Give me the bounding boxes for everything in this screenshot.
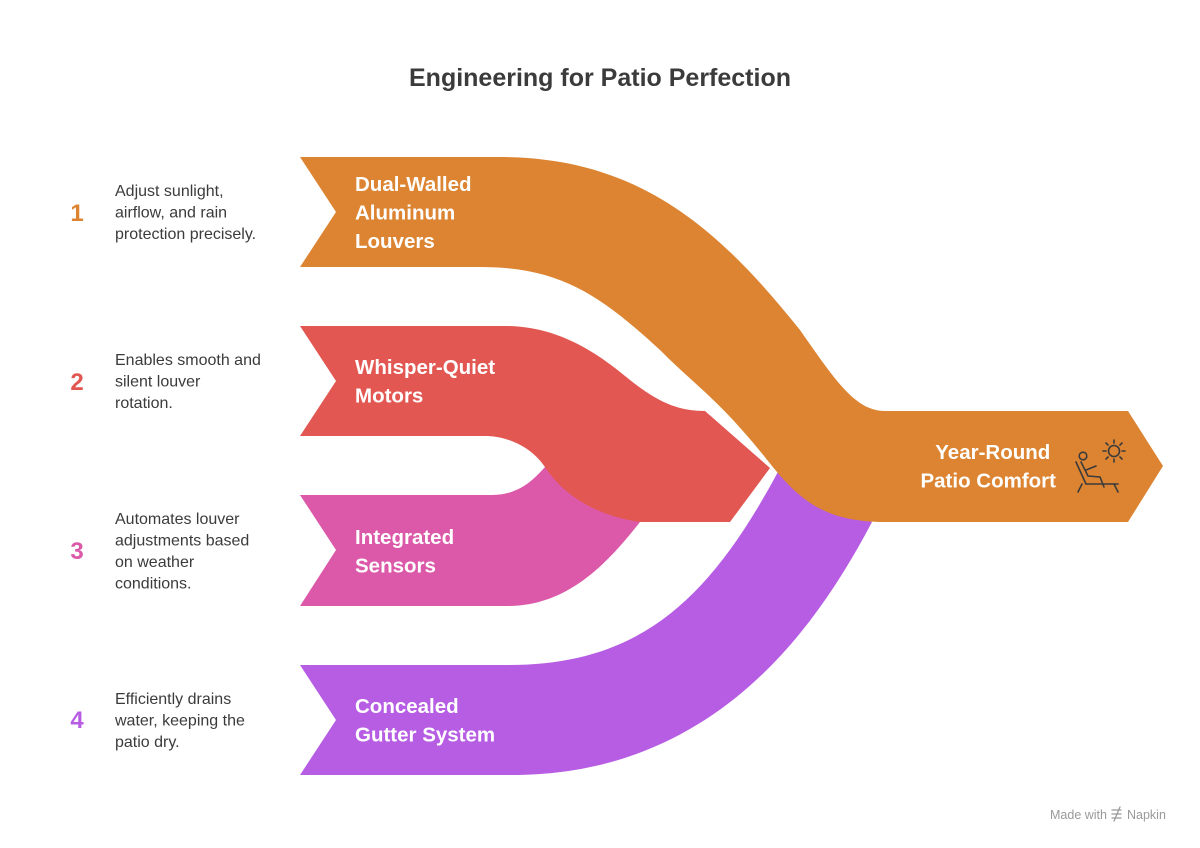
step-number-4: 4 [70,707,84,734]
person-relaxing-in-sun-icon [1075,439,1126,493]
band-gutter-system [300,468,872,775]
band-label-4: Concealed Gutter System [355,695,495,747]
band-aluminum-louvers [300,157,1163,522]
step-description-1: Adjust sunlight, airflow, and rain prote… [115,183,256,243]
step-number-2: 2 [70,369,83,396]
page-title: Engineering for Patio Perfection [409,64,791,92]
step-number-3: 3 [70,538,83,565]
made-with-napkin-credit: Made with Napkin [1050,806,1166,822]
credit-brand: Napkin [1127,808,1166,822]
band-label-3: Integrated Sensors [355,526,460,578]
step-number-1: 1 [70,200,83,227]
outcome-label: Year-Round Patio Comfort [920,441,1056,493]
step-description-3: Automates louver adjustments based on we… [115,511,254,593]
band-integrated-sensors [300,467,640,606]
band-label-1: Dual-Walled Aluminum Louvers [355,173,477,253]
credit-prefix: Made with [1050,808,1107,822]
napkin-logo-icon [1111,806,1122,822]
step-description-2: Enables smooth and silent louver rotatio… [115,352,265,412]
band-whisper-quiet-motors [300,326,770,522]
step-description-4: Efficiently drains water, keeping the pa… [114,691,249,751]
band-label-2: Whisper-Quiet Motors [355,356,501,408]
